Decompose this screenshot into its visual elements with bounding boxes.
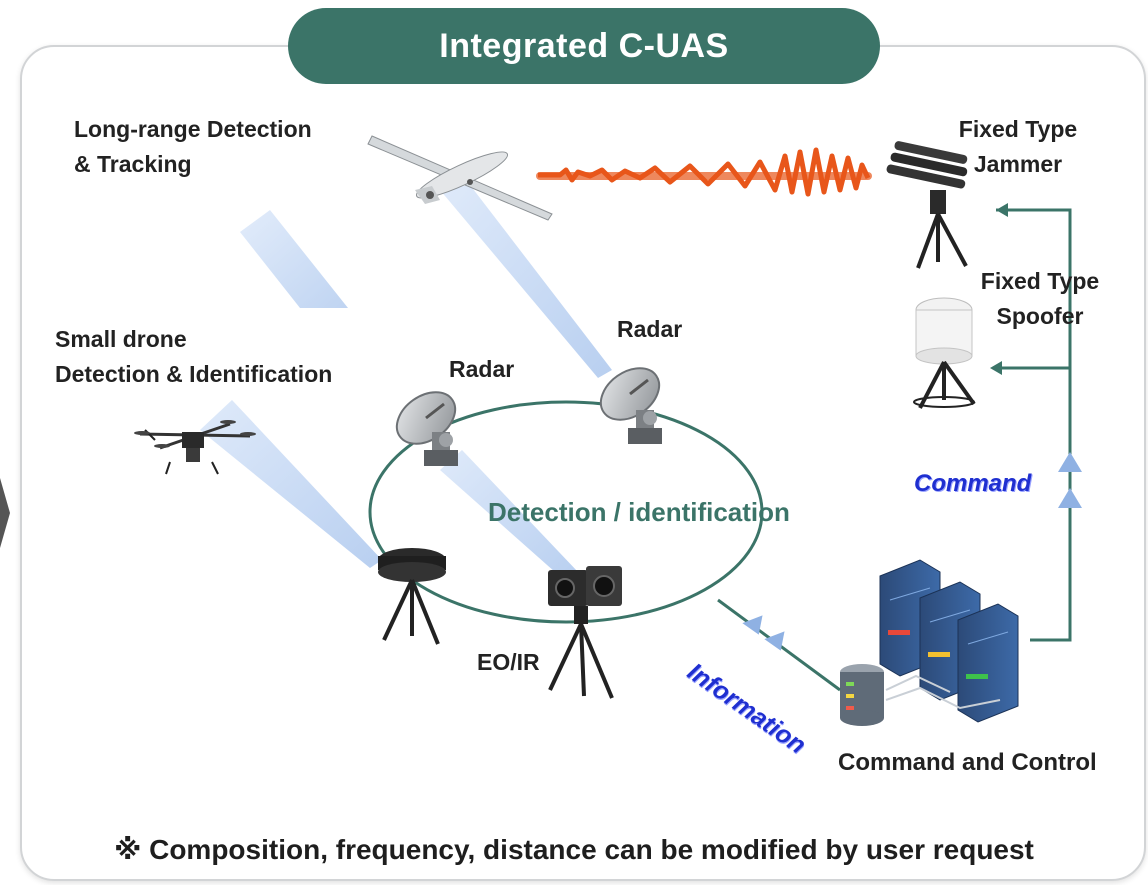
label-spoofer-line1: Fixed Type bbox=[980, 268, 1100, 294]
rf-sensor-icon bbox=[378, 548, 446, 645]
jammer-icon bbox=[886, 141, 968, 269]
label-detection-identification: Detection / identification bbox=[488, 497, 790, 527]
label-long-range: Long-range Detection & Tracking bbox=[74, 112, 312, 182]
cmd-arrow-2 bbox=[1058, 488, 1082, 508]
radar-right-icon bbox=[599, 367, 662, 444]
label-eoir: EO/IR bbox=[477, 649, 540, 675]
label-small-drone-line1: Small drone bbox=[55, 326, 187, 352]
label-spoofer: Fixed Type Spoofer bbox=[970, 264, 1110, 334]
label-long-range-line2: & Tracking bbox=[74, 151, 192, 177]
jam-signal-wave bbox=[536, 147, 872, 197]
label-radar-left: Radar bbox=[449, 356, 515, 382]
left-edge-chevron-icon bbox=[0, 478, 10, 548]
label-jammer-line2: Jammer bbox=[973, 151, 1063, 177]
spoofer-icon bbox=[913, 297, 976, 409]
label-long-range-line1: Long-range Detection bbox=[74, 116, 312, 142]
command-flow bbox=[990, 203, 1082, 642]
detection-zone-ellipse bbox=[368, 400, 764, 624]
info-arrow-2 bbox=[764, 631, 785, 651]
label-command-and-control: Command and Control bbox=[838, 749, 1097, 776]
beam-faint-left bbox=[240, 210, 348, 308]
label-command: Command bbox=[914, 470, 1032, 497]
beam-radar-to-uav bbox=[440, 185, 612, 378]
small-drone-icon bbox=[134, 420, 256, 475]
radar-left-icon bbox=[395, 391, 458, 466]
eoir-camera-icon bbox=[548, 566, 622, 699]
command-control-servers-icon bbox=[840, 559, 1019, 726]
label-spoofer-line2: Spoofer bbox=[996, 303, 1084, 329]
footer-note: ※ Composition, frequency, distance can b… bbox=[114, 834, 1034, 865]
beam-drone-to-sensor bbox=[200, 400, 382, 568]
cmd-arrow-1 bbox=[1058, 452, 1082, 472]
label-jammer-line1: Fixed Type bbox=[958, 116, 1078, 142]
long-range-uav-icon bbox=[367, 135, 553, 221]
detection-beams bbox=[200, 185, 612, 580]
info-arrow-1 bbox=[742, 615, 763, 635]
diagram-title: Integrated C-UAS bbox=[288, 8, 880, 84]
label-jammer: Fixed Type Jammer bbox=[948, 112, 1088, 182]
beam-radar-to-eoir bbox=[440, 450, 578, 580]
label-small-drone: Small drone Detection & Identification bbox=[55, 322, 332, 392]
information-flow bbox=[717, 598, 841, 692]
label-small-drone-line2: Detection & Identification bbox=[55, 361, 333, 387]
label-radar-right: Radar bbox=[617, 316, 683, 342]
